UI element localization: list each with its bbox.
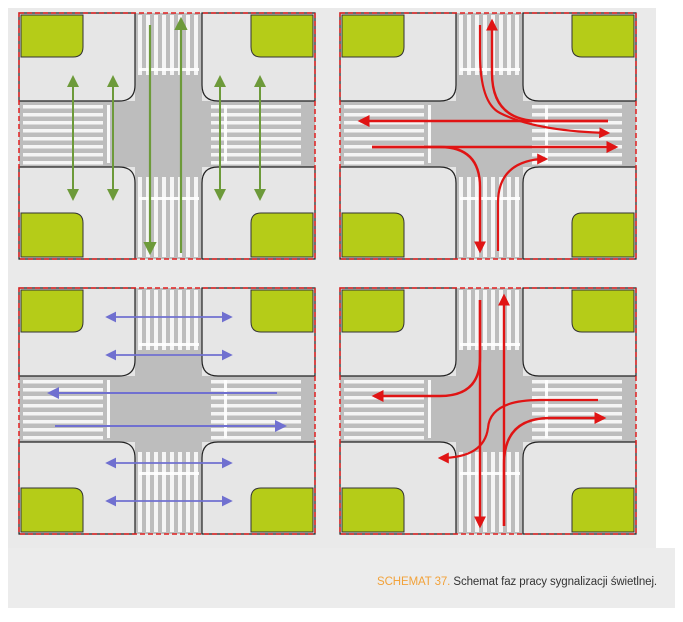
green-corner [20,14,84,58]
green-corner [340,212,406,258]
phase-1-north-south-vehicles-east-west-pedestrians [18,12,316,260]
green-corner [571,289,635,333]
green-corner [341,289,405,333]
flow-arrow [372,145,486,254]
caption-label: SCHEMAT 37. [377,576,451,588]
phase-4-north-south-turning [339,287,637,535]
green-corner [571,14,635,58]
green-corner [20,487,84,533]
green-corner [250,487,314,533]
green-corner [250,14,314,58]
phase-3-east-west-vehicles-north-south-pedestrians [18,287,316,535]
phase-2-east-west-turning [339,12,637,260]
green-corner [341,487,405,533]
green-corner [20,289,84,333]
green-corner [20,212,84,258]
flow-arrow [371,300,482,402]
green-corner [571,212,635,258]
green-corner [571,487,635,533]
caption-text: Schemat faz pracy sygnalizacji świetlnej… [453,576,657,588]
green-corner [250,289,314,333]
flow-arrow [496,153,549,251]
flow-arrow [478,25,611,139]
green-corner [341,14,405,58]
figure-caption: SCHEMAT 37. Schemat faz pracy sygnalizac… [377,576,657,588]
green-corner [250,212,314,258]
flow-arrow [437,398,598,464]
caption-bar [8,548,675,608]
flow-arrow [502,412,607,526]
